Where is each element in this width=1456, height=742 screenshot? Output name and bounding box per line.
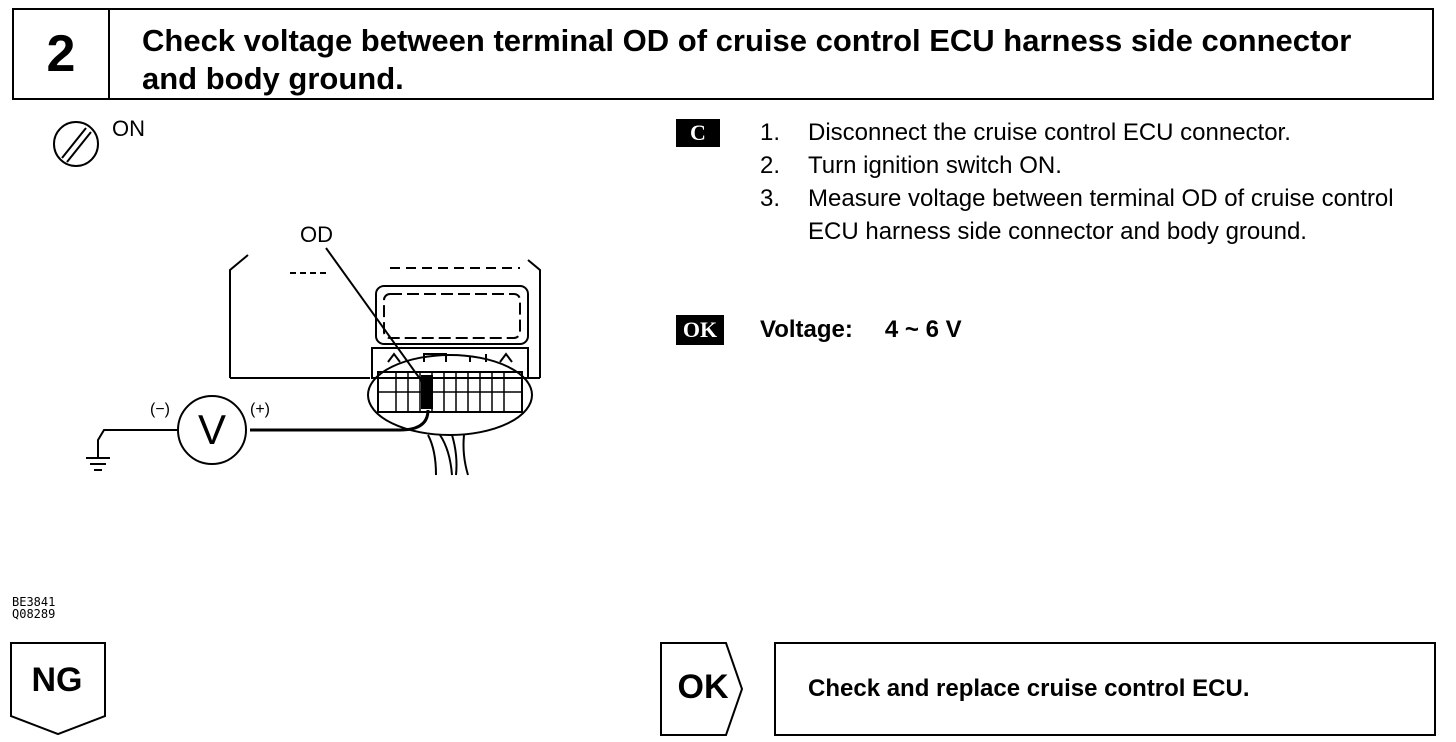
figure-code: BE3841 Q08289 xyxy=(12,596,55,620)
ignition-key-icon xyxy=(53,121,99,167)
instruction-step: 1. Disconnect the cruise control ECU con… xyxy=(760,116,1440,149)
connector-badge: C xyxy=(676,119,720,147)
ng-result-label: NG xyxy=(31,661,83,699)
step-header: 2 Check voltage between terminal OD of c… xyxy=(12,8,1434,100)
ground-icon xyxy=(86,457,110,471)
step-index: 1. xyxy=(760,119,781,146)
ok-result-shape xyxy=(660,642,744,736)
ok-result-action: Check and replace cruise control ECU. xyxy=(808,675,1250,702)
step-number: 2 xyxy=(14,10,110,98)
ok-result-box: Check and replace cruise control ECU. xyxy=(774,642,1436,736)
step-index: 2. xyxy=(760,152,781,179)
plus-terminal-label: (+) xyxy=(250,401,270,418)
voltmeter-symbol: V xyxy=(198,406,226,453)
step-text: Measure voltage between terminal OD of c… xyxy=(808,185,1394,245)
figure-code-line: Q08289 xyxy=(12,607,56,621)
ok-result-label: OK xyxy=(677,668,729,706)
step-index: 3. xyxy=(760,185,781,212)
ignition-on-label: ON xyxy=(112,116,145,141)
instruction-list: 1. Disconnect the cruise control ECU con… xyxy=(760,116,1440,248)
figure-code-line: BE3841 xyxy=(12,595,56,609)
step-title: Check voltage between terminal OD of cru… xyxy=(142,23,1352,96)
voltage-spec: Voltage: 4 ~ 6 V xyxy=(760,313,962,346)
ok-spec-badge: OK xyxy=(676,315,724,345)
wiring-diagram: ON OD xyxy=(0,110,640,510)
ng-result-shape xyxy=(10,642,106,736)
minus-terminal-label: (−) xyxy=(150,401,170,418)
step-text: Turn ignition switch ON. xyxy=(808,152,1062,179)
ecu-connector-illustration xyxy=(229,254,541,476)
terminal-label: OD xyxy=(300,222,333,247)
step-text: Disconnect the cruise control ECU connec… xyxy=(808,119,1291,146)
instruction-step: 2. Turn ignition switch ON. xyxy=(760,149,1440,182)
instruction-step: 3. Measure voltage between terminal OD o… xyxy=(760,182,1440,248)
spec-value: 4 ~ 6 V xyxy=(884,316,962,343)
spec-label: Voltage: xyxy=(760,316,853,343)
